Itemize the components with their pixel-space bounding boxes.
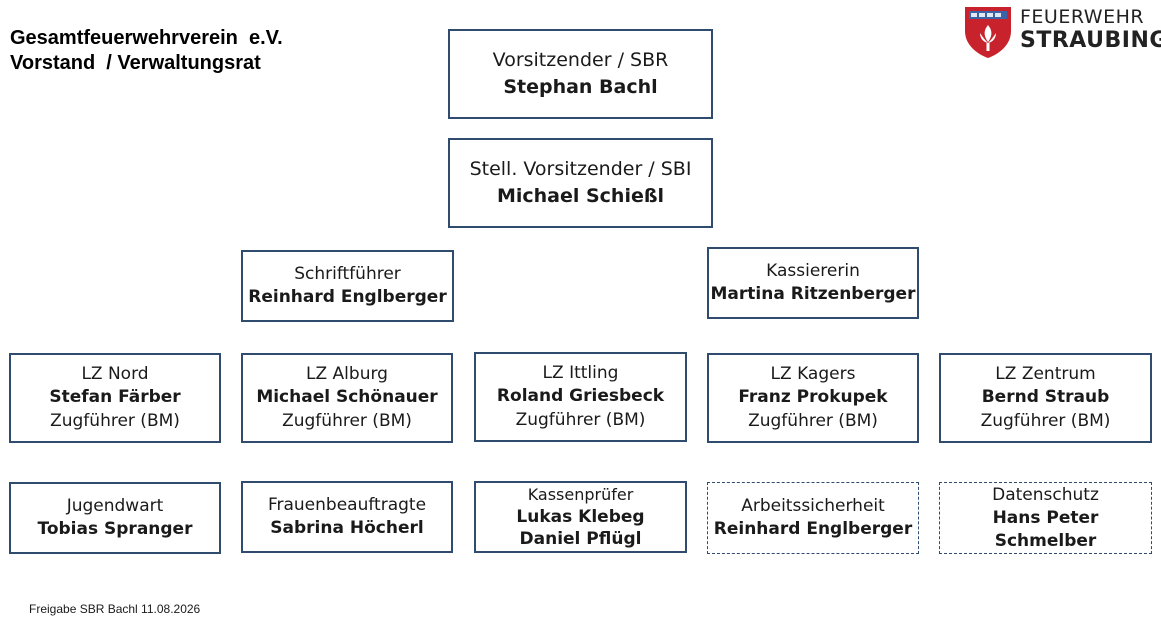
platoon-title: Zugführer (BM)	[748, 411, 878, 431]
officer-role: Jugendwart	[66, 496, 164, 516]
platoon-name: Franz Prokupek	[738, 387, 888, 407]
platoon-role: LZ Kagers	[770, 364, 856, 384]
occupational-safety-box: Arbeitssicherheit Reinhard Englberger	[707, 482, 919, 554]
platoon-title: Zugführer (BM)	[282, 411, 412, 431]
title-line-1: Gesamtfeuerwehrverein e.V.	[10, 27, 283, 49]
treasurer-box: Kassiererin Martina Ritzenberger	[707, 247, 919, 319]
womens-representative-box: Frauenbeauftragte Sabrina Höcherl	[241, 481, 453, 553]
platoon-role: LZ Alburg	[306, 364, 388, 384]
page-title: Gesamtfeuerwehrverein e.V. Vorstand / Ve…	[10, 26, 283, 76]
officer-name-2: Daniel Pflügl	[519, 529, 642, 549]
platoon-name: Roland Griesbeck	[496, 386, 665, 406]
officer-role: Kassenprüfer	[527, 485, 634, 504]
platoon-title: Zugführer (BM)	[980, 411, 1111, 431]
secretary-box: Schriftführer Reinhard Englberger	[241, 250, 454, 322]
data-protection-box: Datenschutz Hans Peter Schmelber	[939, 482, 1152, 554]
officer-role: Datenschutz	[992, 484, 1099, 505]
platoon-role: LZ Ittling	[542, 363, 619, 383]
auditors-box: Kassenprüfer Lukas Klebeg Daniel Pflügl	[474, 481, 687, 553]
chairman-box: Vorsitzender / SBR Stephan Bachl	[448, 29, 713, 119]
approval-footer: Freigabe SBR Bachl 11.08.2026	[29, 602, 201, 616]
logo-line-1: FEUERWEHR	[1020, 6, 1145, 28]
officer-name: Hans Peter Schmelber	[992, 507, 1099, 551]
platoon-box-nord: LZ Nord Stefan Färber Zugführer (BM)	[9, 353, 221, 443]
fire-department-shield-icon	[965, 7, 1011, 58]
platoon-role: LZ Nord	[81, 364, 149, 384]
officer-name: Sabrina Höcherl	[270, 518, 424, 538]
platoon-box-zentrum: LZ Zentrum Bernd Straub Zugführer (BM)	[939, 353, 1152, 443]
vice-chairman-box: Stell. Vorsitzender / SBI Michael Schieß…	[448, 138, 713, 228]
officer-name: Lukas Klebeg	[516, 507, 645, 527]
vice-chairman-name: Michael Schießl	[496, 185, 665, 207]
platoon-title: Zugführer (BM)	[50, 411, 180, 431]
chairman-name: Stephan Bachl	[503, 76, 658, 98]
officer-role: Arbeitssicherheit	[741, 496, 885, 516]
platoon-name: Stefan Färber	[49, 387, 181, 407]
treasurer-role: Kassiererin	[766, 261, 860, 281]
chairman-role: Vorsitzender / SBR	[492, 49, 669, 71]
platoon-name: Michael Schönauer	[256, 387, 438, 407]
platoon-name: Bernd Straub	[981, 387, 1110, 407]
secretary-name: Reinhard Englberger	[248, 287, 447, 307]
platoon-box-kagers: LZ Kagers Franz Prokupek Zugführer (BM)	[707, 353, 919, 443]
platoon-role: LZ Zentrum	[995, 364, 1096, 384]
logo-line-2: STRAUBING	[1020, 28, 1161, 53]
platoon-title: Zugführer (BM)	[515, 410, 646, 430]
title-line-2: Vorstand / Verwaltungsrat	[10, 52, 261, 74]
platoon-box-ittling: LZ Ittling Roland Griesbeck Zugführer (B…	[474, 352, 687, 442]
vice-chairman-role: Stell. Vorsitzender / SBI	[469, 158, 692, 180]
platoon-box-alburg: LZ Alburg Michael Schönauer Zugführer (B…	[241, 353, 453, 443]
youth-warden-box: Jugendwart Tobias Spranger	[9, 482, 221, 554]
treasurer-name: Martina Ritzenberger	[710, 284, 916, 304]
secretary-role: Schriftführer	[294, 264, 401, 284]
officer-name: Tobias Spranger	[37, 519, 193, 539]
logo-wordmark: FEUERWEHR STRAUBING	[1020, 6, 1161, 54]
officer-name: Reinhard Englberger	[713, 519, 913, 539]
officer-role: Frauenbeauftragte	[267, 495, 427, 515]
